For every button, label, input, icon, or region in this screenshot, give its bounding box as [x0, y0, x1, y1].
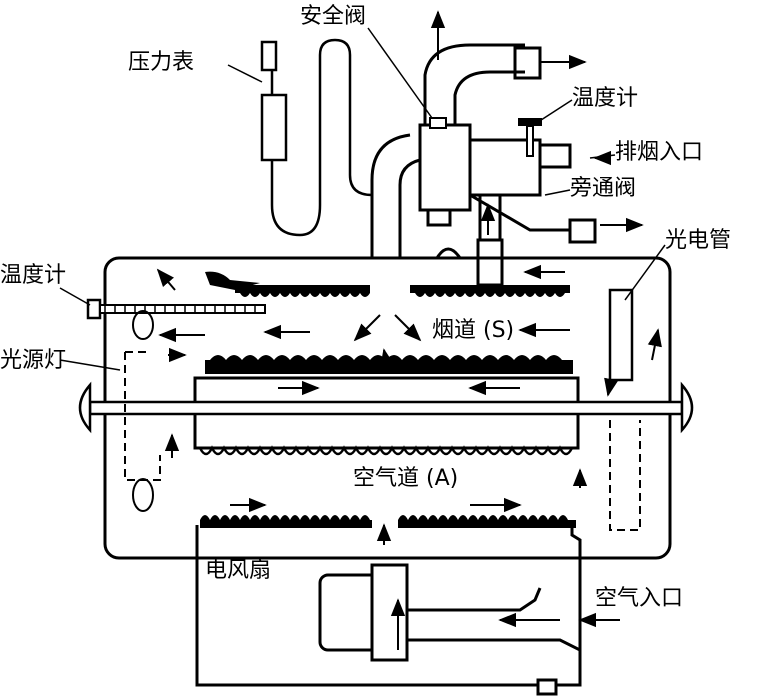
safety-valve — [429, 117, 447, 129]
label-phototube: 光电管 — [665, 228, 732, 253]
phototube — [608, 288, 641, 531]
bottom-plates — [200, 515, 576, 528]
label-flue: 烟道 (S) — [432, 318, 515, 343]
optical-axis — [78, 381, 694, 434]
label-thermometer-top: 温度计 — [572, 86, 639, 111]
label-fan: 电风扇 — [205, 558, 272, 583]
leader-lines — [59, 27, 666, 371]
label-thermometer-left: 温度计 — [0, 263, 67, 288]
drain-plug — [536, 678, 558, 696]
label-air-inlet: 空气入口 — [595, 586, 684, 611]
label-air-duct: 空气道 (A) — [353, 466, 459, 491]
flow-arrows — [156, 10, 662, 650]
fan-duct — [370, 563, 409, 662]
top-thermometer — [518, 118, 542, 157]
top-plates — [205, 271, 570, 297]
left-thermometer — [86, 298, 266, 340]
label-bypass-valve: 旁通阀 — [570, 176, 637, 201]
label-pressure-gauge: 压力表 — [128, 50, 195, 75]
air-inlet-duct — [407, 587, 582, 685]
label-light-source: 光源灯 — [0, 348, 67, 373]
label-exhaust-inlet: 排烟入口 — [615, 140, 704, 165]
label-safety-valve: 安全阀 — [300, 4, 367, 29]
light-source-lamp — [124, 351, 161, 512]
fan-housing — [195, 525, 582, 687]
pressure-gauge — [260, 38, 373, 237]
